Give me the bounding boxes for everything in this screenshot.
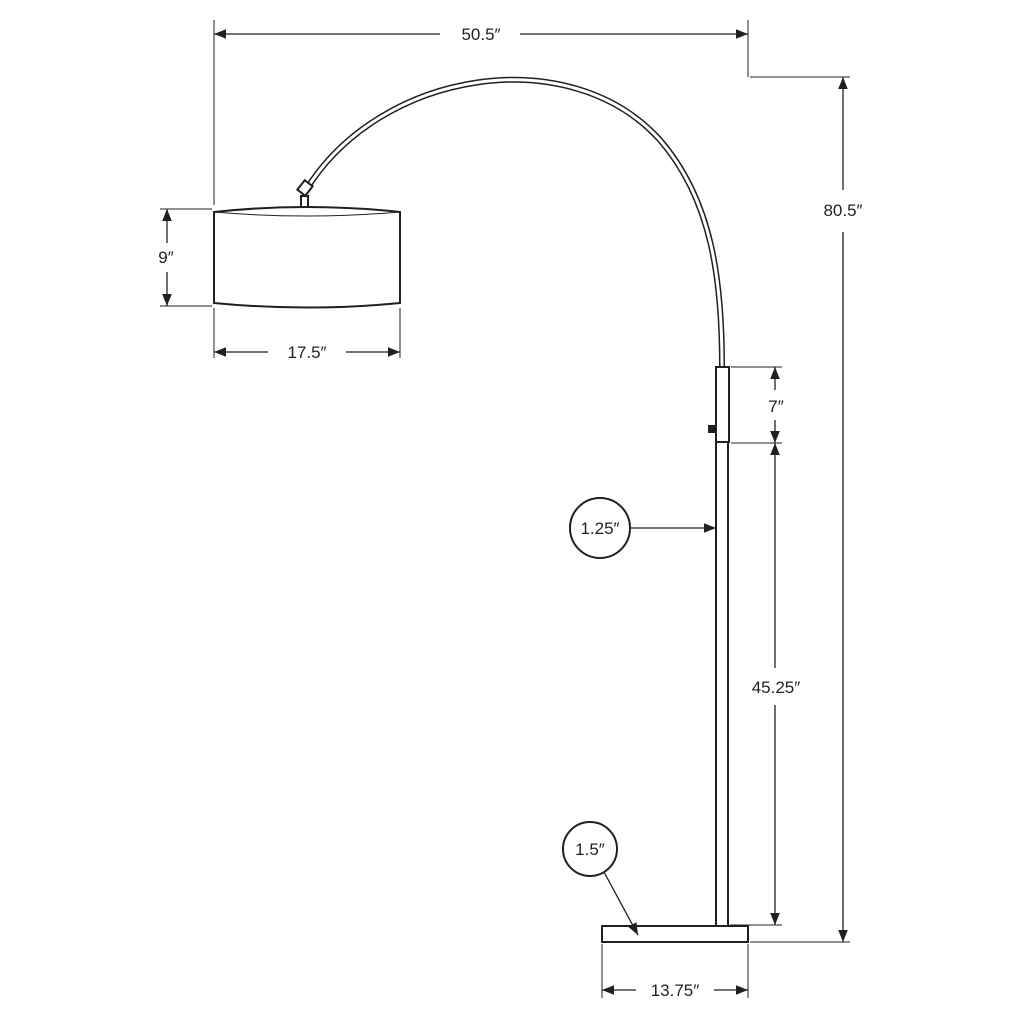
lamp-pole [708, 366, 730, 927]
lower-pole-label: 45.25″ [752, 678, 801, 697]
upper-pole-dimension: 7″ [731, 366, 784, 444]
upper-pole-label: 7″ [768, 397, 783, 416]
overall-width-label: 50.5″ [461, 25, 500, 44]
lamp-shade [213, 206, 401, 309]
lamp-base [601, 925, 749, 943]
base-height-label: 1.5″ [575, 840, 605, 859]
lower-pole-dimension: 45.25″ [730, 443, 801, 926]
overall-width-dimension: 50.5″ [213, 20, 749, 205]
switch-icon [708, 425, 716, 433]
overall-height-label: 80.5″ [823, 201, 862, 220]
lamp-arc [295, 76, 725, 367]
overall-height-dimension: 80.5″ [750, 76, 863, 943]
shade-height-dimension: 9″ [158, 208, 212, 307]
shade-width-dimension: 17.5″ [213, 308, 401, 362]
pole-diameter-callout: 1.25″ [569, 497, 716, 559]
base-width-label: 13.75″ [651, 981, 700, 1000]
pole-diameter-label: 1.25″ [580, 519, 619, 538]
shade-width-label: 17.5″ [287, 343, 326, 362]
base-width-dimension: 13.75″ [601, 944, 749, 1000]
shade-height-label: 9″ [158, 248, 173, 267]
base-height-callout: 1.5″ [562, 821, 639, 936]
